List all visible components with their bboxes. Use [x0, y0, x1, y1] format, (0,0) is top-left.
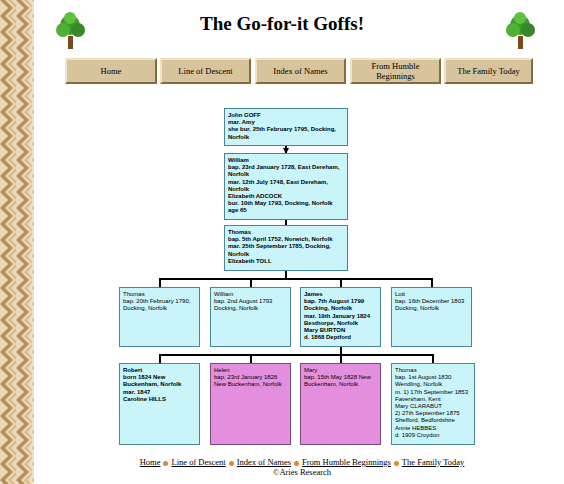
- node-text: d. 1868 Deptford: [304, 334, 377, 341]
- node-text: Annie HEBBES: [395, 425, 471, 432]
- node-text: Elizabeth TOLL: [228, 258, 344, 265]
- person-box: Thomasbap. 1st August 1830 Wendling, Nor…: [391, 363, 475, 445]
- node-heading: Index of Names: [273, 66, 327, 76]
- footer-link: From Humble Beginnings: [302, 457, 391, 467]
- person-box: Williambap. 23rd January 1728, East Dere…: [224, 153, 348, 220]
- node-text: mar. 12th July 1748, East Dereham, Norfo…: [228, 179, 344, 193]
- descent-line: [251, 271, 286, 287]
- separator-dot: [163, 461, 168, 466]
- node-text: bur. 10th May 1793, Docking, Norfolk age…: [228, 200, 344, 214]
- node-text: she bur. 25th February 1795, Docking, No…: [228, 126, 344, 140]
- node-heading: The Family Today: [457, 66, 520, 76]
- node-heading: James: [304, 291, 377, 298]
- descent-line: [160, 271, 286, 287]
- node-text: d. 1909 Croydon: [395, 432, 471, 439]
- node-text: bap. 23rd January 1728, East Dereham, No…: [228, 164, 344, 178]
- person-box: Robertborn 1824 New Buckenham, Norfolkma…: [119, 363, 200, 445]
- footer: Home Line of Descent Index of Names From Hu…: [60, 457, 544, 477]
- tree-icon: [56, 12, 85, 49]
- copyright-text: ©Aries Research: [273, 467, 331, 477]
- person-box: Thomasbap. 20th February 1790, Docking, …: [119, 287, 200, 347]
- descent-line: [285, 146, 287, 153]
- descent-line: [341, 347, 433, 363]
- node-heading: Line of Descent: [178, 66, 232, 76]
- node-heading: John GOFF: [228, 112, 344, 119]
- person-box: Lottbap. 16th December 1803 Docking, Nor…: [391, 287, 472, 347]
- nav-button: Home: [65, 58, 157, 84]
- descent-line: [160, 347, 341, 363]
- node-text: born 1824 New Buckenham, Norfolk: [123, 374, 196, 388]
- node-text: Mary CLARABUT: [395, 403, 471, 410]
- node-text: bap. 1st August 1830 Wendling, Norfolk: [395, 374, 471, 388]
- nav-button: Index of Names: [255, 58, 346, 84]
- separator-dot: [394, 461, 399, 466]
- node-heading: From Humble Beginnings: [352, 61, 439, 81]
- node-text: mar. 19th January 1824 Besthorpe, Norfol…: [304, 313, 377, 327]
- footer-link: Index of Names: [237, 457, 291, 467]
- nav-text-holder: Line of Descent: [178, 66, 232, 76]
- node-text: mar. 1847: [123, 389, 196, 396]
- footer-link: Home: [140, 457, 161, 467]
- node-text: Mary BURTON: [304, 327, 377, 334]
- node-text: bap. 20th February 1790, Docking, Norfol…: [123, 298, 196, 312]
- node-heading: Thomas: [395, 367, 471, 374]
- node-heading: Helen: [214, 367, 287, 374]
- node-text: mar. 25th September 1785, Docking, Norfo…: [228, 243, 344, 257]
- nav-text-holder: Index of Names: [273, 66, 327, 76]
- node-heading: Home: [101, 66, 122, 76]
- person-box: Thomasbap. 5th April 1752, Norwich, Norf…: [224, 225, 348, 271]
- nav-button: The Family Today: [444, 58, 533, 84]
- nav-text-holder: The Family Today: [457, 66, 520, 76]
- nav-text-holder: Home: [101, 66, 122, 76]
- node-text: bap. 5th April 1752, Norwich, Norfolk: [228, 236, 344, 243]
- node-text: Elizabeth ADCOCK: [228, 193, 344, 200]
- node-text: 2) 27th September 1875 Shefford, Bedford…: [395, 410, 471, 424]
- node-text: Caroline HILLS: [123, 396, 196, 403]
- node-heading: Lott: [395, 291, 468, 298]
- tree-icon: [506, 12, 535, 49]
- descent-line: [286, 271, 432, 287]
- footer-links: Home Line of Descent Index of Names From Hu…: [60, 457, 544, 467]
- footer-link: The Family Today: [402, 457, 465, 467]
- separator-dot: [294, 461, 299, 466]
- person-box: Marybap. 15th May 1828 New Buckenham, No…: [300, 363, 381, 445]
- node-text: mar. Amy: [228, 119, 344, 126]
- node-heading: Robert: [123, 367, 196, 374]
- node-text: bap. 23rd January 1826 New Buckenham, No…: [214, 374, 287, 388]
- person-box: John GOFFmar. Amyshe bur. 25th February …: [224, 108, 348, 146]
- node-heading: Mary: [304, 367, 377, 374]
- nav-button: Line of Descent: [160, 58, 251, 84]
- separator-dot: [229, 461, 234, 466]
- footer-copyright: ©Aries Research: [60, 467, 544, 477]
- footer-link: Line of Descent: [171, 457, 225, 467]
- node-text: m. 1) 17th September 1853 Faversham, Ken…: [395, 389, 471, 403]
- node-text: bap. 15th May 1828 New Buckenham, Norfol…: [304, 374, 377, 388]
- nav-button: From Humble Beginnings: [350, 58, 441, 84]
- person-box: Helenbap. 23rd January 1826 New Buckenha…: [210, 363, 291, 445]
- node-heading: Thomas: [123, 291, 196, 298]
- person-box: Williambap. 2nd August 1793 Docking, Nor…: [210, 287, 291, 347]
- nav-text-holder: From Humble Beginnings: [352, 61, 439, 81]
- node-text: bap. 7th August 1799 Docking, Norfolk: [304, 298, 377, 312]
- page-title: The Go-for-it Goffs!: [100, 12, 464, 36]
- node-heading: William: [228, 157, 344, 164]
- person-box: Jamesbap. 7th August 1799 Docking, Norfo…: [300, 287, 381, 347]
- node-heading: William: [214, 291, 287, 298]
- node-text: bap. 16th December 1803 Docking, Norfolk: [395, 298, 468, 312]
- node-heading: Thomas: [228, 229, 344, 236]
- descent-line: [251, 347, 341, 363]
- node-text: bap. 2nd August 1793 Docking, Norfolk: [214, 298, 287, 312]
